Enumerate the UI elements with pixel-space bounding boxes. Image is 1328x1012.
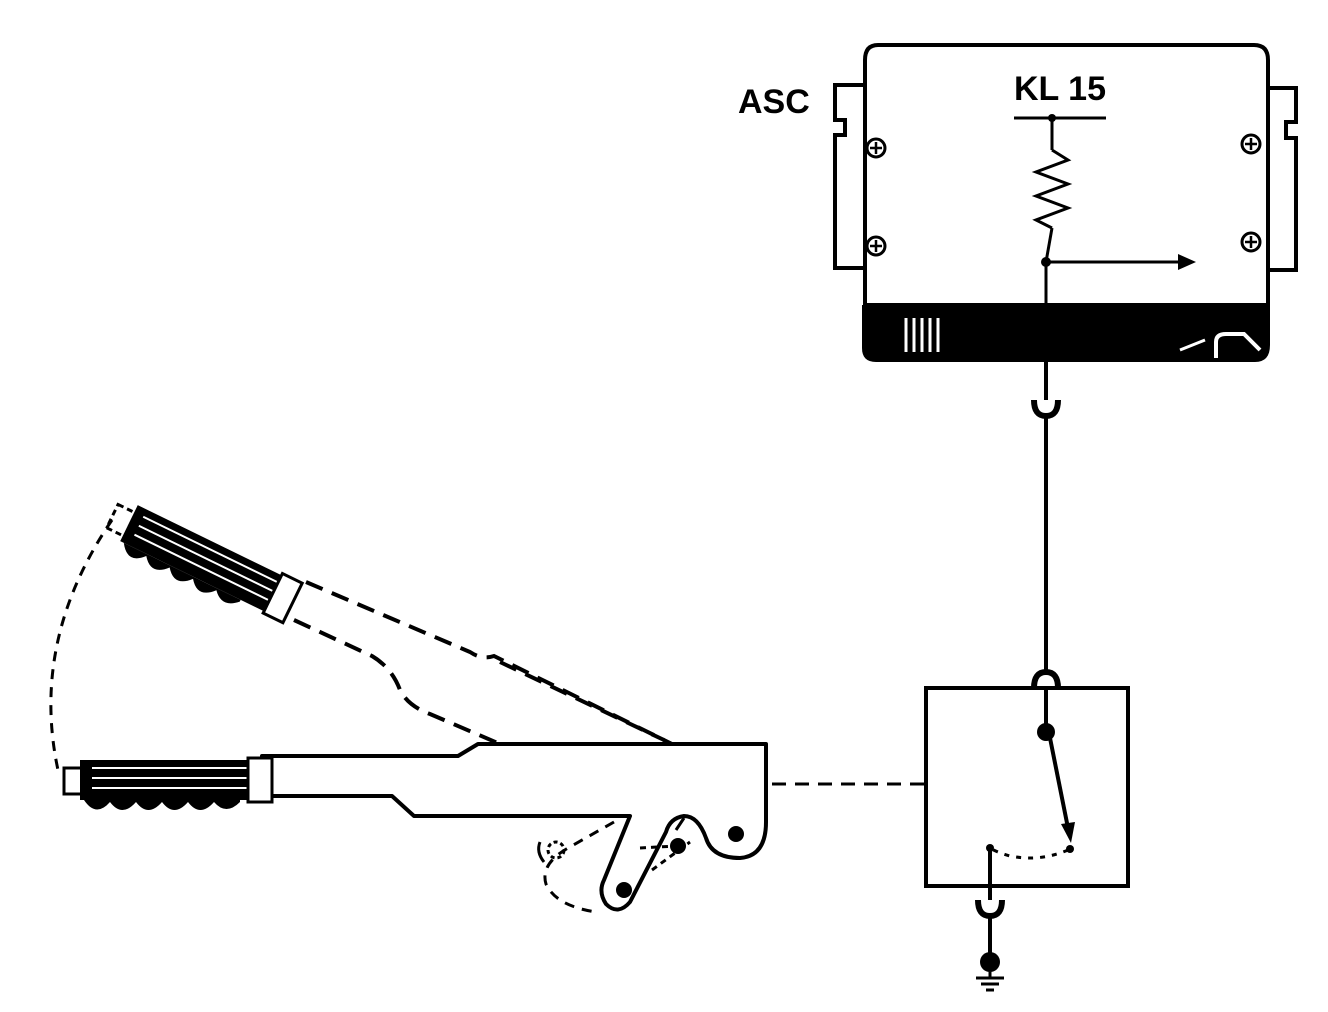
terminal-label: KL 15 [1014, 70, 1106, 108]
handbrake-lever [62, 742, 768, 912]
connector-band [862, 305, 1270, 362]
signal-arrow-icon [1178, 254, 1196, 270]
ground-icon [976, 972, 1004, 992]
lever-travel-arc [49, 519, 114, 771]
pivot-pin-icon [728, 826, 744, 842]
right-mounting-bracket [1266, 86, 1298, 272]
pivot-pin-icon [616, 882, 632, 898]
screw-icon [1240, 231, 1262, 253]
switch-icon [1048, 737, 1070, 829]
connector-icon [1031, 399, 1061, 420]
pivot-pin-icon [670, 838, 686, 854]
asc-control-unit: ASC KL 15 [738, 43, 1298, 362]
connector-slots [904, 318, 940, 352]
screw-icon [865, 235, 887, 257]
left-mounting-bracket [833, 83, 865, 270]
resistor-icon [1031, 148, 1073, 230]
ratchet-sector-dashed [543, 820, 615, 914]
connector-icon [975, 899, 1005, 920]
switch-housing [924, 686, 1130, 888]
handbrake-switch [924, 686, 1130, 888]
module-label: ASC [738, 83, 810, 121]
lever-body [260, 742, 768, 912]
lever-grip-raised [104, 502, 305, 625]
screw-icon [1240, 133, 1262, 155]
lever-grip [62, 756, 274, 810]
connector-latch-icon [1214, 332, 1262, 358]
signal-wire [1031, 362, 1061, 689]
connector-icon [1031, 668, 1061, 689]
screw-icon [865, 137, 887, 159]
ground-connection [975, 886, 1005, 992]
handbrake-lever-pulled [49, 502, 691, 914]
switch-travel-dotted [989, 846, 1069, 860]
